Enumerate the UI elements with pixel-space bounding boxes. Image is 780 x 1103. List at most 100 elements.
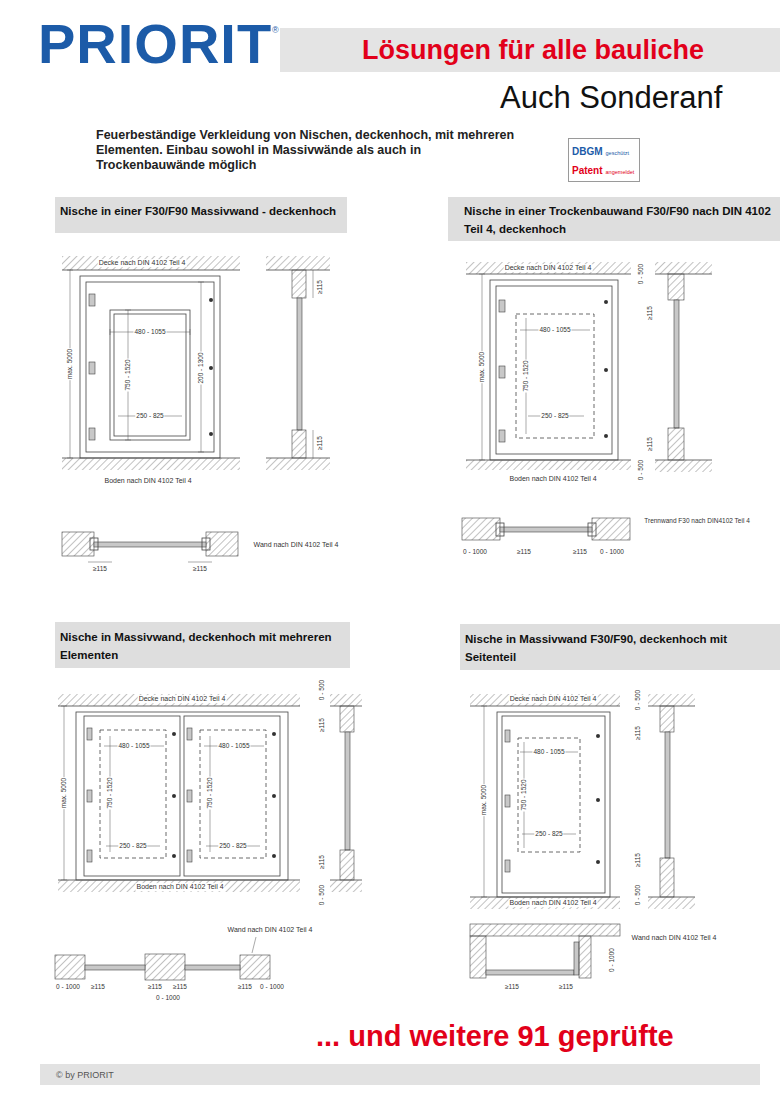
dimension-label: 480 - 1055 bbox=[217, 742, 250, 749]
dimension-label: ≥115 bbox=[147, 983, 163, 990]
dimension-label: max. 5000 bbox=[60, 777, 67, 809]
niche-drawing-drywall bbox=[479, 274, 590, 460]
dimension-label: 0 - 500 bbox=[318, 679, 325, 701]
dimension-label: ≥115 bbox=[316, 279, 323, 295]
section-heading: Nische in einer Trockenbauwand F30/F90 n… bbox=[448, 197, 780, 241]
text-row: Lösungen für alle bauliche bbox=[362, 28, 780, 72]
niche-drawing-side-part bbox=[574, 942, 579, 975]
text-row: Nische in Massivwand, deckenhoch mit meh… bbox=[60, 627, 345, 663]
niche-drawing-solid-wall bbox=[297, 298, 302, 430]
dimension-label: ≥115 bbox=[504, 983, 520, 990]
niche-drawing-multiple-elements bbox=[76, 712, 288, 880]
dimension-label: 0 - 1000 bbox=[259, 983, 285, 990]
niche-drawing-side-part bbox=[502, 716, 605, 893]
copyright-text: © by PRIORIT bbox=[56, 1070, 114, 1080]
text-row: DBGMgeschützt bbox=[572, 141, 636, 160]
closing-slogan: ... und weitere 91 geprüfte bbox=[316, 1022, 674, 1051]
niche-drawing-solid-wall bbox=[114, 314, 186, 436]
niche-drawing-solid-wall bbox=[292, 270, 306, 298]
dimension-label: max. 5000 bbox=[480, 784, 487, 816]
dimension-label: 0 - 500 bbox=[634, 884, 641, 906]
niche-drawing-multiple-elements bbox=[185, 965, 240, 970]
niche-drawing-multiple-elements bbox=[187, 728, 192, 740]
niche-drawing-multiple-elements bbox=[145, 954, 185, 980]
niche-drawing-solid-wall bbox=[209, 432, 213, 436]
niche-drawing-side-part bbox=[486, 970, 574, 975]
niche-drawing-multiple-elements bbox=[85, 965, 145, 970]
dimension-label: ≥115 bbox=[646, 436, 653, 452]
badge-text: geschützt bbox=[606, 150, 630, 156]
niche-drawing-side-part bbox=[660, 706, 674, 732]
section-title: Nische in Massivwand, deckenhoch mit meh… bbox=[60, 631, 332, 661]
niche-drawing-solid-wall bbox=[202, 538, 210, 550]
niche-drawing-solid-wall bbox=[209, 366, 213, 370]
logo-wordmark: PRIORIT bbox=[38, 16, 272, 72]
niche-drawing-side-part bbox=[648, 897, 695, 909]
dimension-label: ≥115 bbox=[646, 305, 653, 321]
dimension-label: max. 5000 bbox=[478, 351, 485, 383]
niche-drawing-multiple-elements bbox=[330, 694, 362, 706]
dimension-label: 750 - 1520 bbox=[124, 358, 131, 391]
niche-drawing-drywall bbox=[668, 274, 684, 300]
niche-drawing-drywall bbox=[604, 300, 608, 304]
dimension-label: 750 - 1520 bbox=[520, 778, 527, 811]
niche-drawing-solid-wall bbox=[80, 276, 220, 458]
niche-drawing-drywall bbox=[668, 428, 684, 460]
niche-drawing-multiple-elements bbox=[187, 790, 192, 802]
niche-drawing-drywall bbox=[592, 518, 630, 540]
niche-drawing-solid-wall bbox=[88, 562, 212, 563]
ceiling-label: Decke nach DIN 4102 Teil 4 bbox=[509, 695, 598, 703]
niche-drawing-multiple-elements bbox=[172, 854, 176, 858]
niche-drawing-multiple-elements bbox=[84, 716, 180, 876]
intro-text: Feuerbeständige Verkleidung von Nischen,… bbox=[96, 128, 516, 173]
dimension-label: ≥115 bbox=[634, 852, 641, 868]
floor-label: Boden nach DIN 4102 Teil 4 bbox=[508, 475, 597, 483]
dimension-label: 250 - 825 bbox=[534, 830, 563, 837]
niche-drawing-drywall bbox=[499, 366, 505, 378]
niche-drawing-multiple-elements bbox=[330, 880, 362, 892]
niche-drawing-side-part bbox=[470, 924, 620, 936]
dimension-label: ≥115 bbox=[92, 565, 108, 572]
wall-label: Wand nach DIN 4102 Teil 4 bbox=[631, 934, 718, 942]
niche-drawing-drywall bbox=[466, 274, 631, 275]
dimension-label: 480 - 1055 bbox=[532, 748, 565, 755]
niche-drawing-multiple-elements bbox=[340, 706, 354, 732]
niche-drawing-side-part bbox=[497, 712, 610, 897]
dimension-label: max. 5000 bbox=[66, 348, 73, 380]
dimension-label: 750 - 1520 bbox=[522, 359, 529, 392]
dimension-label: ≥115 bbox=[558, 983, 574, 990]
niche-drawing-solid-wall bbox=[62, 458, 240, 470]
niche-drawing-drywall bbox=[466, 262, 631, 274]
niche-drawing-multiple-elements bbox=[55, 694, 362, 980]
floor-label: Boden nach DIN 4102 Teil 4 bbox=[135, 883, 224, 891]
niche-drawing-side-part bbox=[660, 858, 674, 897]
ceiling-label: Decke nach DIN 4102 Teil 4 bbox=[138, 695, 227, 703]
niche-drawing-drywall bbox=[496, 286, 612, 454]
niche-drawing-solid-wall bbox=[62, 256, 330, 562]
niche-drawing-multiple-elements bbox=[87, 728, 92, 740]
niche-drawing-side-part bbox=[648, 694, 695, 706]
niche-drawing-side-part bbox=[481, 706, 578, 897]
niche-drawing-side-part bbox=[470, 694, 620, 706]
niche-drawing-solid-wall bbox=[206, 532, 238, 556]
dimension-label: 750 - 1520 bbox=[106, 776, 113, 809]
section-heading: Nische in Massivwand, deckenhoch mit meh… bbox=[55, 622, 350, 668]
dimension-label: 480 - 1055 bbox=[133, 328, 166, 335]
subheading: Auch Sonderanf bbox=[500, 82, 722, 113]
header-band: Lösungen für alle bauliche bbox=[280, 28, 780, 72]
section-heading: Nische in einer F30/F90 Massivwand - dec… bbox=[55, 197, 347, 233]
dimension-label: ≥115 bbox=[318, 854, 325, 870]
niche-drawing-drywall bbox=[655, 460, 712, 472]
niche-drawing-solid-wall bbox=[89, 362, 95, 374]
niche-drawing-multiple-elements bbox=[272, 732, 276, 736]
niche-drawing-drywall bbox=[462, 262, 712, 540]
dimension-label: 750 - 1520 bbox=[206, 776, 213, 809]
patent-badge: DBGMgeschütztPatentangemeldet bbox=[568, 138, 640, 182]
section-title: Nische in einer Trockenbauwand F30/F90 n… bbox=[464, 205, 771, 235]
dimension-label: 0 - 1000 bbox=[155, 994, 181, 1001]
niche-drawing-side-part bbox=[518, 738, 580, 852]
niche-drawing-side-part bbox=[596, 798, 600, 802]
niche-drawing-multiple-elements bbox=[252, 937, 256, 953]
niche-drawing-multiple-elements bbox=[55, 955, 85, 979]
niche-drawing-side-part bbox=[596, 860, 600, 864]
